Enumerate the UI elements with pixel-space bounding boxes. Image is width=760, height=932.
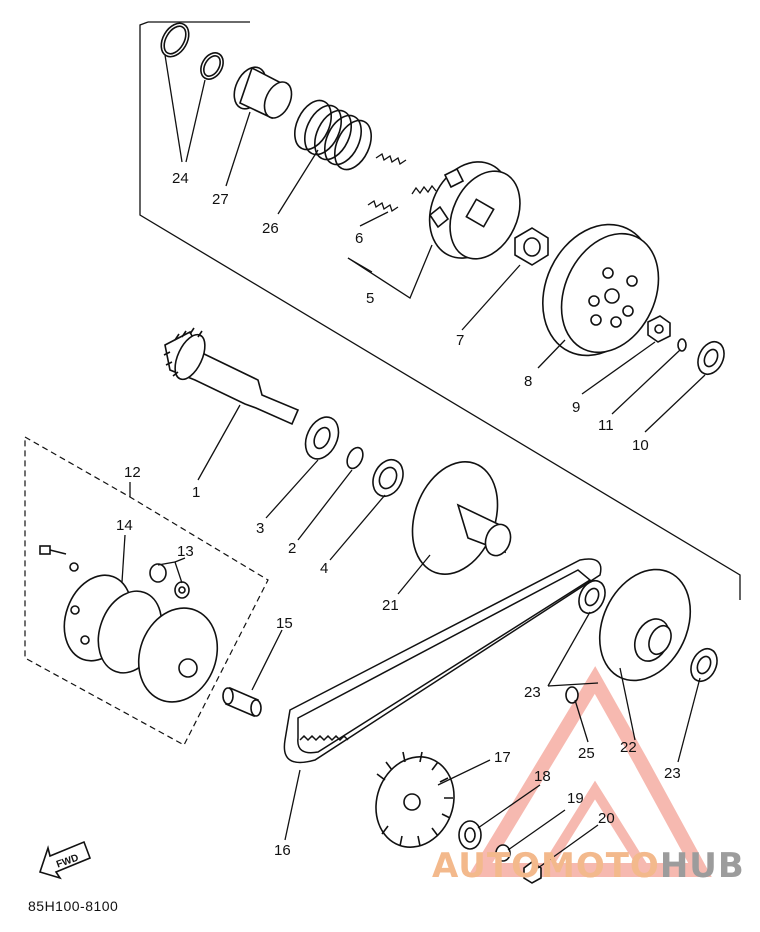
label-27: 27 bbox=[212, 191, 229, 208]
nut-9 bbox=[647, 315, 671, 343]
clutch-spring bbox=[367, 152, 437, 213]
label-5: 5 bbox=[366, 290, 374, 307]
primary-sheave-group-frame bbox=[24, 435, 269, 746]
leader-lines bbox=[121, 54, 706, 869]
label-22: 22 bbox=[620, 739, 637, 756]
label-1: 1 bbox=[192, 484, 200, 501]
nut-7 bbox=[514, 227, 549, 266]
label-18: 18 bbox=[534, 768, 551, 785]
sliding-sheave-22 bbox=[598, 568, 692, 682]
label-14: 14 bbox=[116, 517, 133, 534]
part-labels: 24 27 26 6 5 7 8 9 11 10 1 3 2 4 21 12 1… bbox=[55, 170, 681, 871]
label-3: 3 bbox=[256, 520, 264, 537]
label-11: 11 bbox=[598, 417, 614, 434]
oil-seal-4 bbox=[372, 458, 404, 498]
clutch-carrier-5 bbox=[428, 161, 521, 260]
watermark-logo bbox=[467, 666, 712, 877]
label-7: 7 bbox=[456, 332, 464, 349]
washer-19 bbox=[495, 844, 511, 862]
label-2: 2 bbox=[288, 540, 296, 557]
label-13: 13 bbox=[177, 543, 194, 560]
label-15: 15 bbox=[276, 615, 293, 632]
bolt bbox=[39, 545, 79, 572]
label-6: 6 bbox=[355, 230, 363, 247]
label-24: 24 bbox=[172, 170, 189, 187]
bearing-3 bbox=[304, 416, 340, 460]
watermark-text-auto: AUTO bbox=[432, 846, 541, 886]
compression-spring-26 bbox=[294, 99, 372, 171]
circlip-2 bbox=[346, 446, 364, 470]
secondary-shaft-1 bbox=[163, 327, 300, 426]
clutch-housing-8 bbox=[542, 223, 660, 357]
bearing-10 bbox=[697, 340, 725, 376]
nut-20 bbox=[523, 861, 542, 884]
washer-11 bbox=[677, 338, 687, 352]
v-belt-16 bbox=[283, 558, 602, 764]
collar-18 bbox=[458, 820, 482, 850]
label-26: 26 bbox=[262, 220, 279, 237]
label-17: 17 bbox=[494, 749, 511, 766]
collar-27 bbox=[233, 66, 293, 120]
label-16: 16 bbox=[274, 842, 291, 859]
label-19: 19 bbox=[567, 790, 584, 807]
label-21: 21 bbox=[382, 597, 399, 614]
weight-13 bbox=[149, 563, 190, 599]
label-20: 20 bbox=[598, 810, 615, 827]
bearing-23 bbox=[578, 579, 718, 683]
label-23b: 23 bbox=[664, 765, 681, 782]
secondary-sheave-21 bbox=[411, 461, 512, 575]
drawing-code: 85H100-8100 bbox=[28, 898, 119, 914]
label-25: 25 bbox=[578, 745, 595, 762]
label-23a: 23 bbox=[524, 684, 541, 701]
label-8: 8 bbox=[524, 373, 532, 390]
primary-sliding-sheave-14 bbox=[63, 574, 219, 703]
watermark-text: AUTOMOTOHUB bbox=[432, 846, 745, 886]
primary-fixed-sheave-17 bbox=[375, 751, 455, 848]
o-ring-24 bbox=[160, 22, 224, 80]
watermark-text-hub: HUB bbox=[659, 846, 745, 886]
clutch-group-frame bbox=[139, 21, 741, 600]
fwd-arrow bbox=[38, 840, 92, 880]
label-4: 4 bbox=[320, 560, 328, 577]
pin-25 bbox=[565, 686, 579, 704]
collar-15 bbox=[222, 686, 262, 718]
watermark-text-moto: MOTO bbox=[540, 846, 660, 886]
label-12: 12 bbox=[124, 464, 141, 481]
label-10: 10 bbox=[632, 437, 649, 454]
label-9: 9 bbox=[572, 399, 580, 416]
